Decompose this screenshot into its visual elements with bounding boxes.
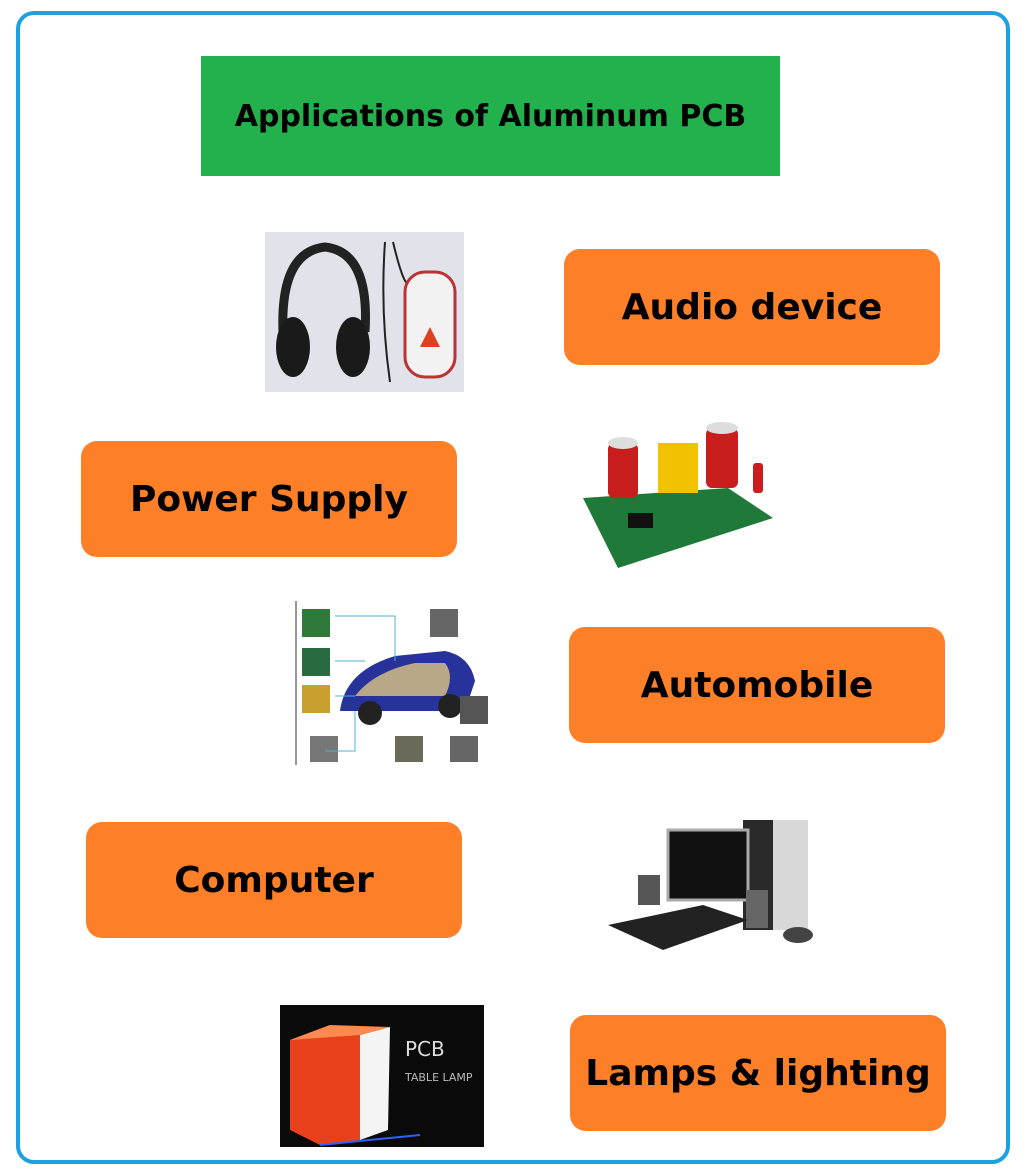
- power-supply-pcb-image: [578, 418, 775, 570]
- headphones-image: [265, 232, 464, 392]
- label-automobile: Automobile: [569, 627, 945, 743]
- lamp-image-text-table-lamp: TABLE LAMP: [405, 1071, 473, 1084]
- lamp-image-text-pcb: PCB: [405, 1037, 445, 1061]
- page-title: Applications of Aluminum PCB: [201, 56, 780, 176]
- computer-image: [583, 800, 835, 958]
- label-power-supply: Power Supply: [81, 441, 457, 557]
- label-audio-device: Audio device: [564, 249, 940, 365]
- pcb-table-lamp-image: PCB TABLE LAMP: [280, 1005, 484, 1147]
- label-computer: Computer: [86, 822, 462, 938]
- automobile-image: [295, 601, 497, 765]
- outer-border: [16, 11, 1010, 1164]
- label-lamps-lighting: Lamps & lighting: [570, 1015, 946, 1131]
